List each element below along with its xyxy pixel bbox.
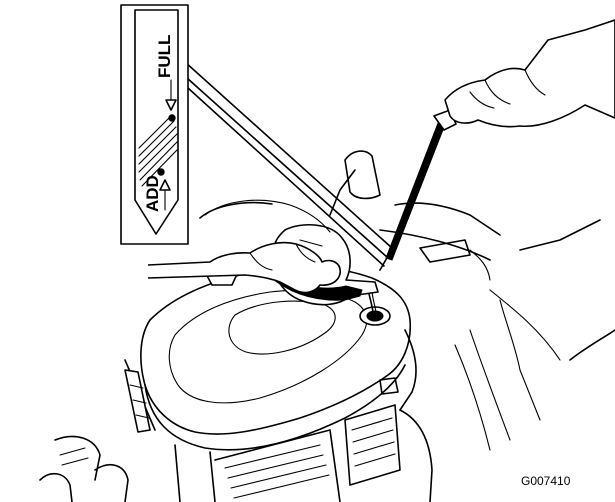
add-label: ADD [143,175,162,212]
figure-code: G007410 [521,474,571,488]
dipstick-icon [380,110,456,270]
dipstick-level-inset: FULL ADD [121,5,188,244]
add-mark-dot [158,169,164,175]
hand-icon [445,20,615,127]
full-label: FULL [155,35,174,78]
full-mark-dot [169,115,175,121]
